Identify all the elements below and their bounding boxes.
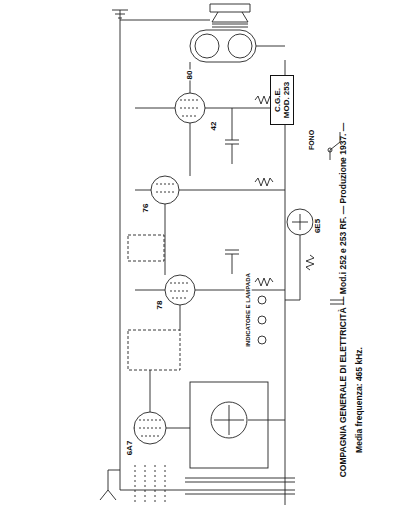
part-label: FONO (308, 129, 316, 151)
tube-grids (156, 184, 174, 192)
model-box: C.G.E. MOD. 253 (270, 75, 294, 125)
tuning-capacitor (190, 382, 268, 468)
wire (120, 20, 285, 505)
lamp-symbol (258, 316, 266, 324)
tube-grids (180, 100, 200, 116)
speaker-symbol (210, 4, 250, 22)
tube-grids (170, 283, 190, 298)
part-label: 6E5 (314, 218, 323, 234)
title: COMPAGNIA GENERALE DI ELETTRICITÀ — Mod.… (339, 123, 348, 478)
tube-symbol (175, 93, 205, 123)
caption: Media frequenza: 465 kHz. (355, 347, 364, 453)
part-label: 6A7 (126, 440, 135, 457)
if-transformer (128, 330, 180, 370)
transformer-symbol (212, 24, 248, 27)
if-transformer (128, 235, 164, 261)
tube-symbol (165, 275, 195, 305)
antenna-symbol (100, 470, 120, 500)
lamp-symbol (258, 296, 266, 304)
tube-symbol (134, 412, 166, 444)
part-label: INDICATORE E LAMPADA (245, 272, 252, 348)
tube-envelope (190, 30, 256, 62)
tube-symbol (228, 34, 252, 58)
terminal (328, 148, 332, 152)
part-label: 42 (210, 121, 219, 132)
tuning-capacitor (214, 405, 244, 435)
tube-grids (139, 420, 161, 436)
part-label: 78 (156, 300, 165, 311)
ground-symbol (112, 10, 128, 20)
wire (134, 62, 300, 428)
power-transformer (185, 478, 295, 494)
capacitor-symbol (225, 108, 344, 304)
part-label: 80 (186, 70, 195, 81)
lamp-symbol (258, 336, 266, 344)
model-label: C.G.E. MOD. 253 (273, 80, 291, 120)
tube-symbol (195, 34, 219, 58)
tube-grids (292, 214, 308, 230)
band-switch (135, 465, 165, 505)
part-label: 76 (142, 203, 151, 214)
tube-symbol (287, 209, 313, 235)
tube-symbol (151, 176, 179, 204)
tuning-capacitor (211, 402, 247, 438)
